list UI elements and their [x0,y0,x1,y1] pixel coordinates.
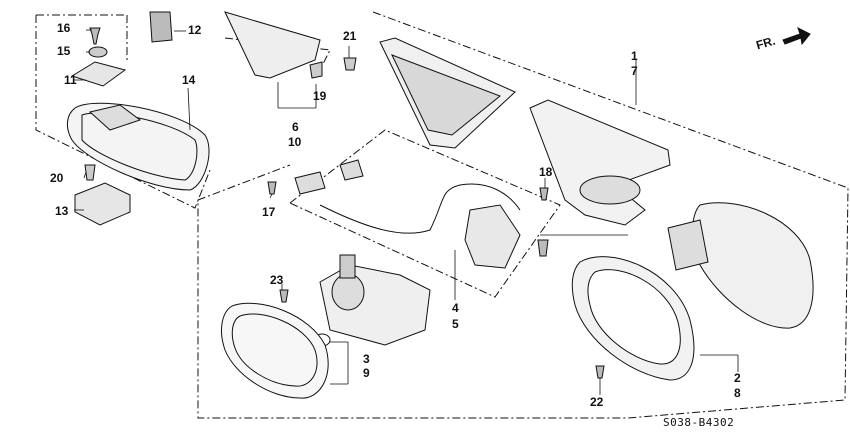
callout-17: 17 [262,205,276,219]
callout-19: 19 [313,89,327,103]
callout-16: 16 [57,21,71,35]
bolt-21-part [343,57,357,71]
clip-part [149,11,173,43]
callout-8: 8 [734,386,741,400]
callout-20: 20 [50,171,64,185]
callout-15: 15 [57,44,71,58]
callout-21: 21 [343,29,357,43]
screw-23-part [279,289,289,303]
group-frame-mirror-assembly [197,11,849,419]
motor-part [464,204,521,269]
mount-block-part [70,61,127,87]
callout-13: 13 [55,204,69,218]
callout-9: 9 [363,366,370,380]
group-frame-motor-harness [289,129,561,298]
bolt-part [84,164,96,181]
callout-1: 1 [631,49,638,63]
mirror-glass-part [221,302,329,399]
callout-3: 3 [363,352,370,366]
callout-18: 18 [539,165,553,179]
wire-harness [319,183,521,234]
callout-22: 22 [590,395,604,409]
callout-14: 14 [182,73,196,87]
cover-part [74,182,131,226]
callout-23: 23 [270,273,284,287]
base-seal-part [224,11,321,79]
callout-6: 6 [292,120,299,134]
screw-22-part [595,365,605,379]
screw-part [89,27,101,45]
screw-side-part [537,239,549,257]
small-clip-part [309,61,323,79]
connector-part [294,171,326,195]
leader-lines [74,29,739,395]
callout-5: 5 [452,317,459,331]
front-arrow [782,27,811,46]
callout-2: 2 [734,371,741,385]
callout-10: 10 [288,135,302,149]
callout-4: 4 [452,301,459,315]
screw-18-part [539,187,549,201]
rear-cover-part [692,202,814,329]
mirror-housing-part [529,99,671,226]
interior-mirror-part [67,102,210,191]
diagram-code: S038-B4302 [663,416,735,429]
callout-7: 7 [631,64,638,78]
callout-12: 12 [188,23,202,37]
callout-11: 11 [64,73,77,87]
washer-part [88,46,108,58]
screw-17-part [267,181,277,195]
